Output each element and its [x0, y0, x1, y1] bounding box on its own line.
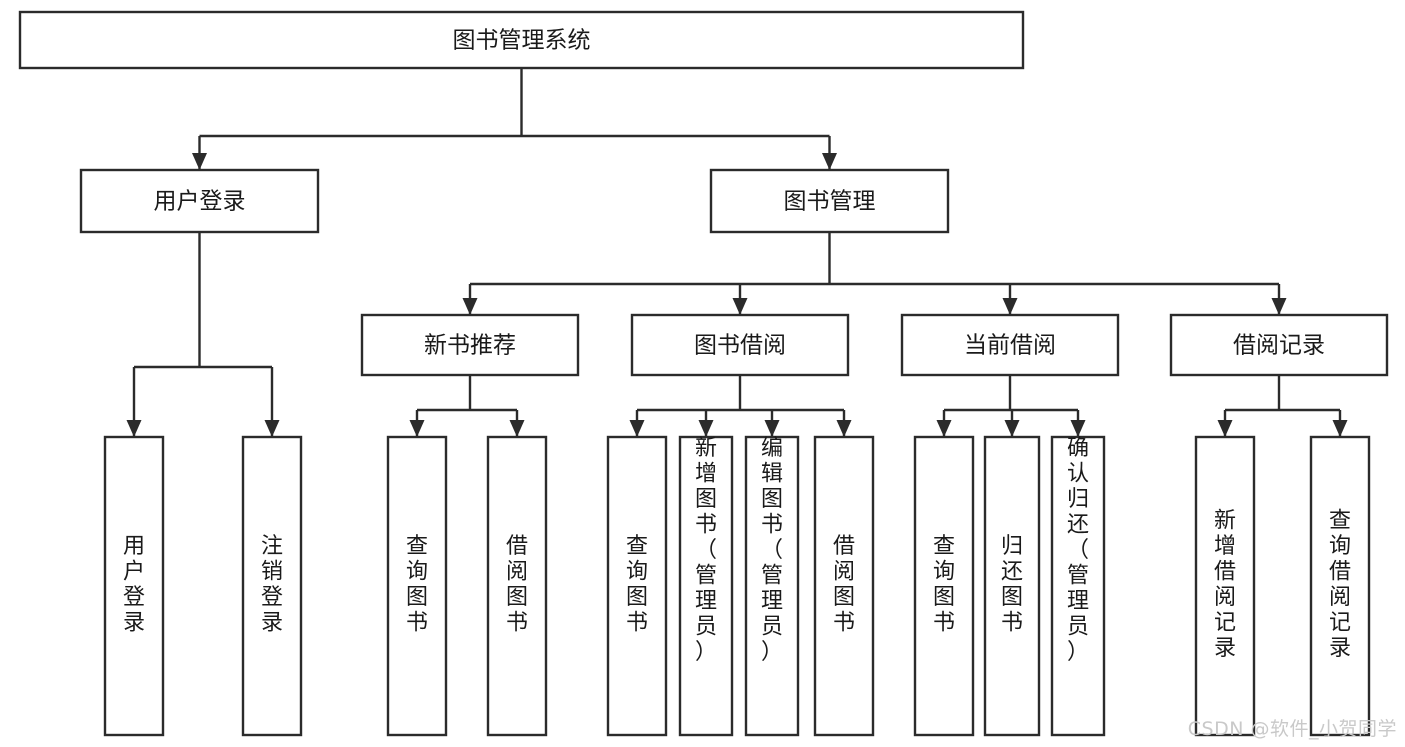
- node-box-user-login[interactable]: [79, 168, 320, 234]
- edge-group-root: [192, 68, 837, 170]
- node-label-user-login: 用户登录: [154, 189, 246, 215]
- arrow-head-icon: [1332, 420, 1348, 437]
- edge-group-book-manage: [462, 232, 1287, 315]
- arrow-head-icon: [764, 420, 780, 437]
- node-label-root: 图书管理系统: [453, 28, 591, 54]
- node-leaf-borrow-book-recommend[interactable]: 借阅图书: [486, 435, 548, 737]
- node-box-leaf-query-book-borrow[interactable]: [606, 435, 668, 737]
- node-box-leaf-query-book-recommend[interactable]: [386, 435, 448, 737]
- node-leaf-add-book-admin[interactable]: 新增图书（管理员）: [678, 435, 734, 737]
- node-leaf-borrow-book[interactable]: 借阅图书: [813, 435, 875, 737]
- node-leaf-confirm-return-admin[interactable]: 确认归还（管理员）: [1050, 435, 1106, 737]
- arrow-head-icon: [836, 420, 852, 437]
- arrow-head-icon: [1070, 420, 1086, 437]
- node-user-login[interactable]: 用户登录: [79, 168, 320, 234]
- node-leaf-add-borrow-record[interactable]: 新增借阅记录: [1194, 435, 1256, 737]
- watermark-label: CSDN @软件_小贺同学: [1187, 718, 1397, 740]
- node-leaf-edit-book-admin[interactable]: 编辑图书（管理员）: [744, 435, 800, 737]
- node-box-borrow-record[interactable]: [1169, 313, 1389, 377]
- node-book-manage[interactable]: 图书管理: [709, 168, 950, 234]
- arrow-head-icon: [1002, 298, 1018, 315]
- node-box-leaf-confirm-return-admin[interactable]: [1050, 435, 1106, 737]
- node-label-leaf-user-login: 用户登录: [123, 534, 145, 636]
- arrow-head-icon: [936, 420, 952, 437]
- node-label-leaf-query-book-borrow: 查询图书: [626, 534, 648, 636]
- node-box-leaf-borrow-book[interactable]: [813, 435, 875, 737]
- node-leaf-return-book[interactable]: 归还图书: [983, 435, 1041, 737]
- node-label-new-book-recommend: 新书推荐: [424, 333, 516, 359]
- node-box-leaf-add-borrow-record[interactable]: [1194, 435, 1256, 737]
- node-leaf-logout-login[interactable]: 注销登录: [241, 435, 303, 737]
- node-label-leaf-return-book: 归还图书: [1001, 534, 1023, 636]
- node-label-book-borrow: 图书借阅: [694, 333, 786, 359]
- node-box-current-borrow[interactable]: [900, 313, 1120, 377]
- edge-group-book-borrow: [629, 375, 852, 437]
- arrow-head-icon: [698, 420, 714, 437]
- node-new-book-recommend[interactable]: 新书推荐: [360, 313, 580, 377]
- node-box-leaf-add-book-admin[interactable]: [678, 435, 734, 737]
- node-label-current-borrow: 当前借阅: [964, 333, 1056, 359]
- edge-group-new-book-recommend: [409, 375, 525, 437]
- node-label-leaf-query-book-current: 查询图书: [933, 534, 955, 636]
- node-current-borrow[interactable]: 当前借阅: [900, 313, 1120, 377]
- node-label-leaf-add-borrow-record: 新增借阅记录: [1214, 509, 1236, 662]
- node-label-leaf-add-book-admin: 新增图书（管理员）: [695, 436, 717, 665]
- node-box-leaf-return-book[interactable]: [983, 435, 1041, 737]
- node-label-leaf-confirm-return-admin: 确认归还（管理员）: [1067, 436, 1089, 665]
- connector-layer: [126, 68, 1348, 437]
- arrow-head-icon: [264, 420, 280, 437]
- node-box-book-borrow[interactable]: [630, 313, 850, 377]
- arrow-head-icon: [126, 420, 142, 437]
- node-label-leaf-borrow-book-recommend: 借阅图书: [506, 534, 528, 636]
- node-box-book-manage[interactable]: [709, 168, 950, 234]
- edge-group-current-borrow: [936, 375, 1086, 437]
- edge-group-borrow-record: [1217, 375, 1348, 437]
- node-box-leaf-logout-login[interactable]: [241, 435, 303, 737]
- arrow-head-icon: [1004, 420, 1020, 437]
- node-label-leaf-logout-login: 注销登录: [261, 534, 283, 636]
- node-label-book-manage: 图书管理: [784, 189, 876, 215]
- node-box-new-book-recommend[interactable]: [360, 313, 580, 377]
- arrow-head-icon: [1271, 298, 1287, 315]
- node-borrow-record[interactable]: 借阅记录: [1169, 313, 1389, 377]
- arrow-head-icon: [509, 420, 525, 437]
- arrow-head-icon: [462, 298, 478, 315]
- node-box-leaf-user-login[interactable]: [103, 435, 165, 737]
- node-label-leaf-query-borrow-record: 查询借阅记录: [1329, 509, 1351, 662]
- node-box-leaf-query-book-current[interactable]: [913, 435, 975, 737]
- node-label-borrow-record: 借阅记录: [1233, 333, 1325, 359]
- node-label-leaf-borrow-book: 借阅图书: [833, 534, 855, 636]
- node-label-leaf-query-book-recommend: 查询图书: [406, 534, 428, 636]
- node-box-leaf-query-borrow-record[interactable]: [1309, 435, 1371, 737]
- arrow-head-icon: [822, 153, 837, 170]
- node-leaf-user-login[interactable]: 用户登录: [103, 435, 165, 737]
- node-leaf-query-borrow-record[interactable]: 查询借阅记录: [1309, 435, 1371, 737]
- node-leaf-query-book-recommend[interactable]: 查询图书: [386, 435, 448, 737]
- node-leaf-query-book-borrow[interactable]: 查询图书: [606, 435, 668, 737]
- edge-group-user-login: [126, 232, 280, 437]
- node-layer: 图书管理系统用户登录图书管理新书推荐图书借阅当前借阅借阅记录用户登录注销登录查询…: [18, 10, 1389, 737]
- arrow-head-icon: [732, 298, 748, 315]
- arrow-head-icon: [192, 153, 207, 170]
- node-box-root[interactable]: [18, 10, 1025, 70]
- node-leaf-query-book-current[interactable]: 查询图书: [913, 435, 975, 737]
- node-box-leaf-borrow-book-recommend[interactable]: [486, 435, 548, 737]
- arrow-head-icon: [629, 420, 645, 437]
- node-label-leaf-edit-book-admin: 编辑图书（管理员）: [761, 436, 783, 665]
- node-box-leaf-edit-book-admin[interactable]: [744, 435, 800, 737]
- arrow-head-icon: [409, 420, 425, 437]
- node-root[interactable]: 图书管理系统: [18, 10, 1025, 70]
- arrow-head-icon: [1217, 420, 1233, 437]
- node-book-borrow[interactable]: 图书借阅: [630, 313, 850, 377]
